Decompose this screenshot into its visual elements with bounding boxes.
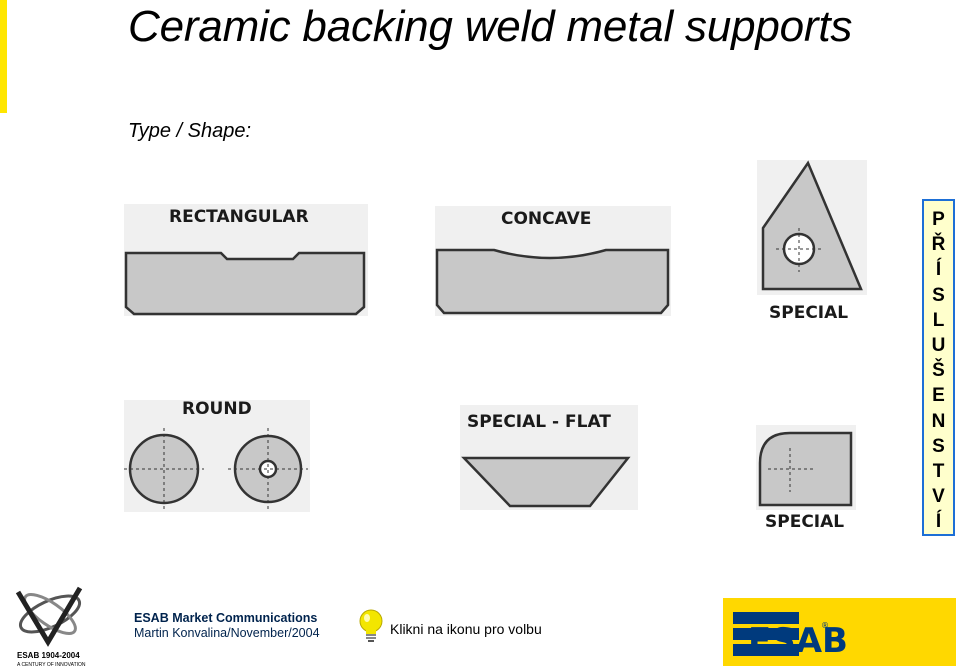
link-letter: Í — [935, 511, 942, 533]
esab-logo: ESAB ® — [723, 598, 956, 666]
footer-company: ESAB Market Communications — [134, 611, 318, 625]
hint-text: Klikni na ikonu pro volbu — [390, 621, 542, 637]
shape-round: ROUND — [124, 399, 310, 512]
accent-bar — [0, 0, 7, 113]
anniversary-text: ESAB 1904-2004 — [17, 651, 80, 660]
link-letter: P — [932, 209, 945, 230]
shape-special-triangle: SPECIAL — [757, 160, 867, 323]
anniversary-subtext: A CENTURY OF INNOVATION — [17, 662, 86, 668]
shape-special-square: SPECIAL — [756, 425, 856, 532]
link-letter: U — [931, 335, 946, 357]
link-letter: E — [932, 385, 945, 407]
link-letter: N — [931, 410, 946, 432]
rectangular-label: RECTANGULAR — [169, 207, 309, 227]
link-letter: S — [932, 284, 945, 306]
special-flat-label: SPECIAL - FLAT — [467, 412, 611, 432]
special-triangle-label: SPECIAL — [769, 303, 848, 323]
slide-subtitle: Type / Shape: — [128, 120, 252, 142]
special-square-label: SPECIAL — [765, 512, 844, 532]
shape-rectangular: RECTANGULAR — [124, 204, 368, 316]
link-letter: Í — [935, 259, 942, 281]
lightbulb-icon[interactable] — [356, 609, 386, 643]
svg-text:®: ® — [821, 621, 829, 630]
footer-author: Martin Konvalina/November/2004 — [134, 626, 320, 640]
link-letter: V — [932, 486, 945, 508]
esab-logo-text: ESAB — [748, 621, 848, 661]
link-letter: Ř — [931, 234, 946, 256]
round-label: ROUND — [182, 399, 252, 419]
anniversary-logo-icon — [15, 586, 83, 647]
link-letter: L — [932, 309, 945, 331]
concave-label: CONCAVE — [501, 209, 591, 229]
link-letter: T — [932, 461, 945, 483]
link-letter: Š — [932, 360, 945, 382]
shape-special-flat: SPECIAL - FLAT — [460, 405, 638, 510]
slide-title: Ceramic backing weld metal supports — [128, 2, 853, 51]
shape-concave: CONCAVE — [435, 206, 671, 316]
link-letter: S — [932, 435, 945, 457]
